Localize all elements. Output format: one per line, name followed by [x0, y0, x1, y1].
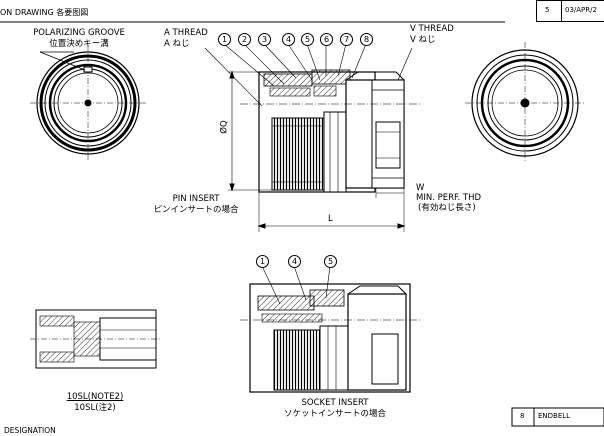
socket-insert-caption: SOCKET INSERT	[301, 398, 369, 408]
socket-balloon-4: 4	[288, 255, 301, 268]
balloon-1: 1	[218, 33, 231, 46]
a-thread-label-ja: A ねじ	[164, 39, 190, 49]
designation-label: DESIGNATION	[4, 426, 56, 435]
small-view-caption: 10SL(NOTE2)	[66, 392, 124, 402]
front-view	[30, 45, 146, 160]
socket-balloon-1: 1	[256, 255, 269, 268]
small-10sl-view	[30, 309, 162, 369]
balloon-3: 3	[258, 33, 271, 46]
parts-item-number: 8	[520, 412, 525, 420]
w-dimension-label: MIN. PERF. THD	[416, 193, 482, 203]
parts-table	[511, 407, 604, 427]
polarizing-groove-label: POLARIZING GROOVE	[33, 28, 125, 38]
a-thread-label: A THREAD	[164, 28, 208, 38]
socket-balloon-5: 5	[324, 255, 337, 268]
balloon-7: 7	[340, 33, 353, 46]
socket-insert-side-view	[240, 265, 420, 393]
pin-insert-caption-ja: ピンインサートの場合	[153, 205, 239, 215]
balloon-4: 4	[282, 33, 295, 46]
l-dimension: L	[328, 214, 333, 224]
drawing-caption: ON DRAWING 各要图図	[0, 8, 89, 17]
socket-insert-caption-ja: ソケットインサートの場合	[283, 409, 386, 419]
diameter-dimension: ØQ	[219, 120, 230, 134]
pin-insert-side-view	[204, 43, 420, 232]
v-thread-label: V THREAD	[410, 24, 454, 34]
balloon-6: 6	[320, 33, 333, 46]
balloon-8: 8	[360, 33, 373, 46]
balloon-5: 5	[301, 33, 314, 46]
v-thread-label-ja: V ねじ	[410, 35, 436, 45]
w-dimension-label-ja: (有効ねじ長さ)	[418, 203, 476, 213]
revision-number: 5	[545, 6, 550, 14]
revision-date: 03/APR/2	[565, 6, 597, 14]
parts-item-name: ENDBELL	[538, 412, 571, 420]
polarizing-groove-label-ja: 位置決めキー溝	[49, 39, 109, 49]
small-view-caption-ja: 10SL(注2)	[74, 403, 116, 413]
revision-block: 5 03/APR/2	[536, 0, 604, 22]
w-dimension: W	[416, 183, 425, 193]
pin-insert-caption: PIN INSERT	[172, 194, 220, 204]
balloon-2: 2	[238, 33, 251, 46]
rear-view	[465, 42, 585, 162]
